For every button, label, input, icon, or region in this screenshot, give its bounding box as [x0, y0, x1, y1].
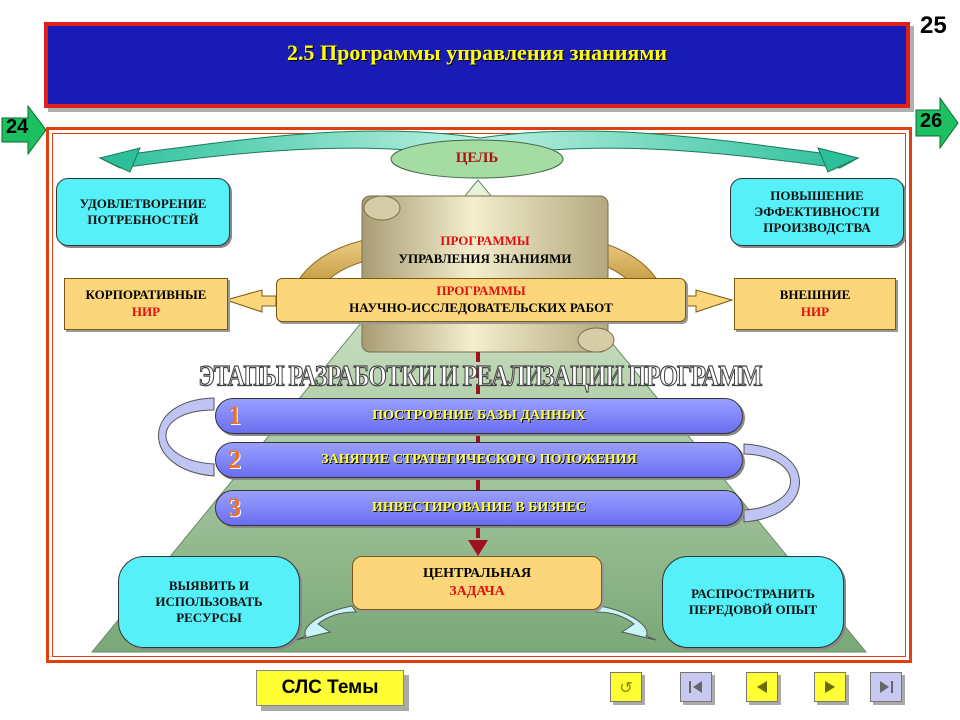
stage-1: 1 ПОСТРОЕНИЕ БАЗЫ ДАННЫХ — [215, 398, 743, 434]
resources-line: ВЫЯВИТЬ И — [168, 577, 250, 593]
corporate-nir-box: КОРПОРАТИВНЫЕ НИР — [64, 278, 228, 330]
external-nir-box: ВНЕШНИЕ НИР — [734, 278, 896, 330]
left-goal-box: УДОВЛЕТВОРЕНИЕ ПОТРЕБНОСТЕЙ — [56, 178, 230, 246]
return-icon: ↺ — [619, 677, 633, 697]
next-page-number[interactable]: 26 — [920, 110, 943, 132]
spread-experience-box: РАСПРОСТРАНИТЬ ПЕРЕДОВОЙ ОПЫТ — [662, 556, 844, 648]
stage-number: 1 — [228, 401, 241, 430]
left-goal-line: УДОВЛЕТВОРЕНИЕ — [79, 195, 207, 211]
spread-line: РАСПРОСТРАНИТЬ — [691, 585, 815, 601]
central-task-box: ЦЕНТРАЛЬНАЯ ЗАДАЧА — [352, 556, 602, 610]
scroll-line2: УПРАВЛЕНИЯ ЗНАНИЯМИ — [398, 250, 572, 266]
stage-label: ИНВЕСТИРОВАНИЕ В БИЗНЕС — [371, 500, 587, 515]
resources-box: ВЫЯВИТЬ И ИСПОЛЬЗОВАТЬ РЕСУРСЫ — [118, 556, 300, 648]
last-page-icon — [880, 681, 893, 693]
last-page-button[interactable] — [870, 672, 902, 702]
stage-number: 2 — [228, 445, 241, 474]
slide-number: 25 — [920, 12, 947, 39]
research-line1: ПРОГРАММЫ — [436, 283, 526, 299]
first-page-icon — [689, 681, 702, 693]
previous-icon — [757, 681, 767, 693]
resources-line: ИСПОЛЬЗОВАТЬ — [155, 593, 263, 609]
scroll-line1: ПРОГРАММЫ — [440, 233, 530, 248]
right-goal-line: ПОВЫШЕНИЕ — [770, 187, 864, 203]
title-bar: 2.5 Программы управления знаниями — [44, 22, 910, 108]
left-goal-line: ПОТРЕБНОСТЕЙ — [87, 212, 199, 227]
next-button[interactable] — [814, 672, 846, 702]
corporate-nir-line2: НИР — [131, 304, 161, 319]
return-button[interactable]: ↺ — [610, 672, 642, 702]
stages-heading: ЭТАПЫ РАЗРАБОТКИ И РЕАЛИЗАЦИИ ПРОГРАММ — [198, 360, 763, 394]
central-line1: ЦЕНТРАЛЬНАЯ — [422, 565, 532, 581]
stage-number: 3 — [228, 493, 241, 522]
prev-page-arrow[interactable] — [0, 104, 48, 156]
research-line2: НАУЧНО-ИССЛЕДОВАТЕЛЬСКИХ РАБОТ — [349, 300, 613, 315]
right-goal-line: ПРОИЗВОДСТВА — [763, 220, 871, 236]
stage-2: 2 ЗАНЯТИЕ СТРАТЕГИЧЕСКОГО ПОЛОЖЕНИЯ — [215, 442, 743, 478]
external-nir-line2: НИР — [800, 304, 830, 319]
previous-button[interactable] — [746, 672, 778, 702]
first-page-button[interactable] — [680, 672, 712, 702]
stage-3: 3 ИНВЕСТИРОВАНИЕ В БИЗНЕС — [215, 490, 743, 526]
right-goal-line: ЭФФЕКТИВНОСТИ — [754, 203, 880, 219]
corporate-nir-line1: КОРПОРАТИВНЫЕ — [85, 287, 207, 303]
research-programs-box: ПРОГРАММЫ НАУЧНО-ИССЛЕДОВАТЕЛЬСКИХ РАБОТ — [276, 278, 686, 322]
goal-label: ЦЕЛЬ — [455, 150, 499, 166]
next-page-arrow[interactable] — [914, 96, 960, 150]
central-line2: ЗАДАЧА — [449, 584, 505, 599]
content-frame-inner — [52, 133, 906, 657]
stage-label: ПОСТРОЕНИЕ БАЗЫ ДАННЫХ — [372, 408, 586, 423]
right-goal-box: ПОВЫШЕНИЕ ЭФФЕКТИВНОСТИ ПРОИЗВОДСТВА — [730, 178, 904, 246]
resources-line: РЕСУРСЫ — [176, 610, 242, 626]
prev-page-number[interactable]: 24 — [6, 116, 29, 138]
topics-button[interactable]: СЛС Темы — [256, 670, 404, 706]
spread-line: ПЕРЕДОВОЙ ОПЫТ — [688, 602, 818, 617]
page-title: 2.5 Программы управления знаниями — [286, 40, 667, 65]
external-nir-line1: ВНЕШНИЕ — [779, 287, 851, 303]
km-programs-scroll: ПРОГРАММЫ УПРАВЛЕНИЯ ЗНАНИЯМИ — [362, 232, 608, 267]
next-icon — [825, 681, 835, 693]
stage-label: ЗАНЯТИЕ СТРАТЕГИЧЕСКОГО ПОЛОЖЕНИЯ — [321, 452, 637, 467]
